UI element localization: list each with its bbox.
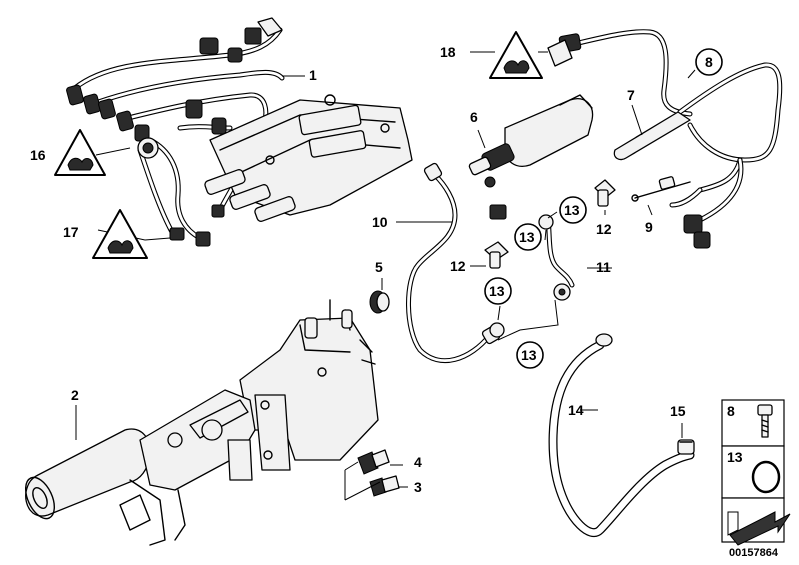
callout-13: 13 xyxy=(489,283,505,299)
callout-10: 10 xyxy=(372,214,388,230)
callout-4: 4 xyxy=(414,454,422,470)
hydraulic-line-part-10 xyxy=(406,162,505,364)
callout-2: 2 xyxy=(71,387,79,403)
leader-lines xyxy=(75,51,696,501)
sensor-part-9 xyxy=(631,176,691,202)
warning-triangle-icon xyxy=(54,129,106,176)
callout-12: 12 xyxy=(450,258,466,274)
o-ring-icon xyxy=(751,460,781,494)
banjo-bolt-bottom xyxy=(484,241,509,269)
callout-15: 15 xyxy=(670,403,686,419)
legend-box: 8 13 xyxy=(721,399,791,546)
warning-triangle-icon xyxy=(489,31,543,79)
callout-7: 7 xyxy=(627,87,635,103)
pressure-accumulator xyxy=(24,428,151,520)
callout-17: 17 xyxy=(63,224,79,240)
banjo-bolt-top xyxy=(594,179,616,207)
callout-8: 8 xyxy=(705,54,713,70)
slave-cylinder xyxy=(468,94,594,188)
callout-6: 6 xyxy=(470,109,478,125)
bolt-icon xyxy=(107,240,134,254)
wiring-harness xyxy=(66,17,285,247)
bolt-icon xyxy=(67,157,94,171)
continue-arrow-icon xyxy=(727,511,791,546)
bolt-icon xyxy=(503,60,530,74)
hydraulic-line-part-11 xyxy=(538,214,575,301)
callout-18: 18 xyxy=(440,44,456,60)
callout-1: 1 xyxy=(309,67,317,83)
bolt-icon xyxy=(757,404,773,438)
warning-triangle-icon xyxy=(92,209,148,259)
hose-part-14 xyxy=(548,333,695,537)
hose-clamp-part-15 xyxy=(677,439,695,455)
legend-item-8: 8 xyxy=(727,403,735,419)
callout-11: 11 xyxy=(596,259,611,275)
temperature-sensor-part-3 xyxy=(369,475,400,497)
pressure-sensor-part-4 xyxy=(357,449,390,475)
cable-loom-part-7 xyxy=(489,29,783,249)
hydraulic-unit xyxy=(119,299,379,546)
callout-16: 16 xyxy=(30,147,46,163)
legend-item-13: 13 xyxy=(727,449,743,465)
callout-5: 5 xyxy=(375,259,383,275)
callout-13: 13 xyxy=(521,347,537,363)
callout-12: 12 xyxy=(596,221,612,237)
callout-13: 13 xyxy=(564,202,580,218)
callout-3: 3 xyxy=(414,479,422,495)
part-code: 00157864 xyxy=(729,547,779,559)
screw-plug-part-5 xyxy=(369,290,390,314)
callout-13: 13 xyxy=(519,229,535,245)
valve-body xyxy=(204,94,413,222)
callout-14: 14 xyxy=(568,402,584,418)
callout-9: 9 xyxy=(645,219,653,235)
